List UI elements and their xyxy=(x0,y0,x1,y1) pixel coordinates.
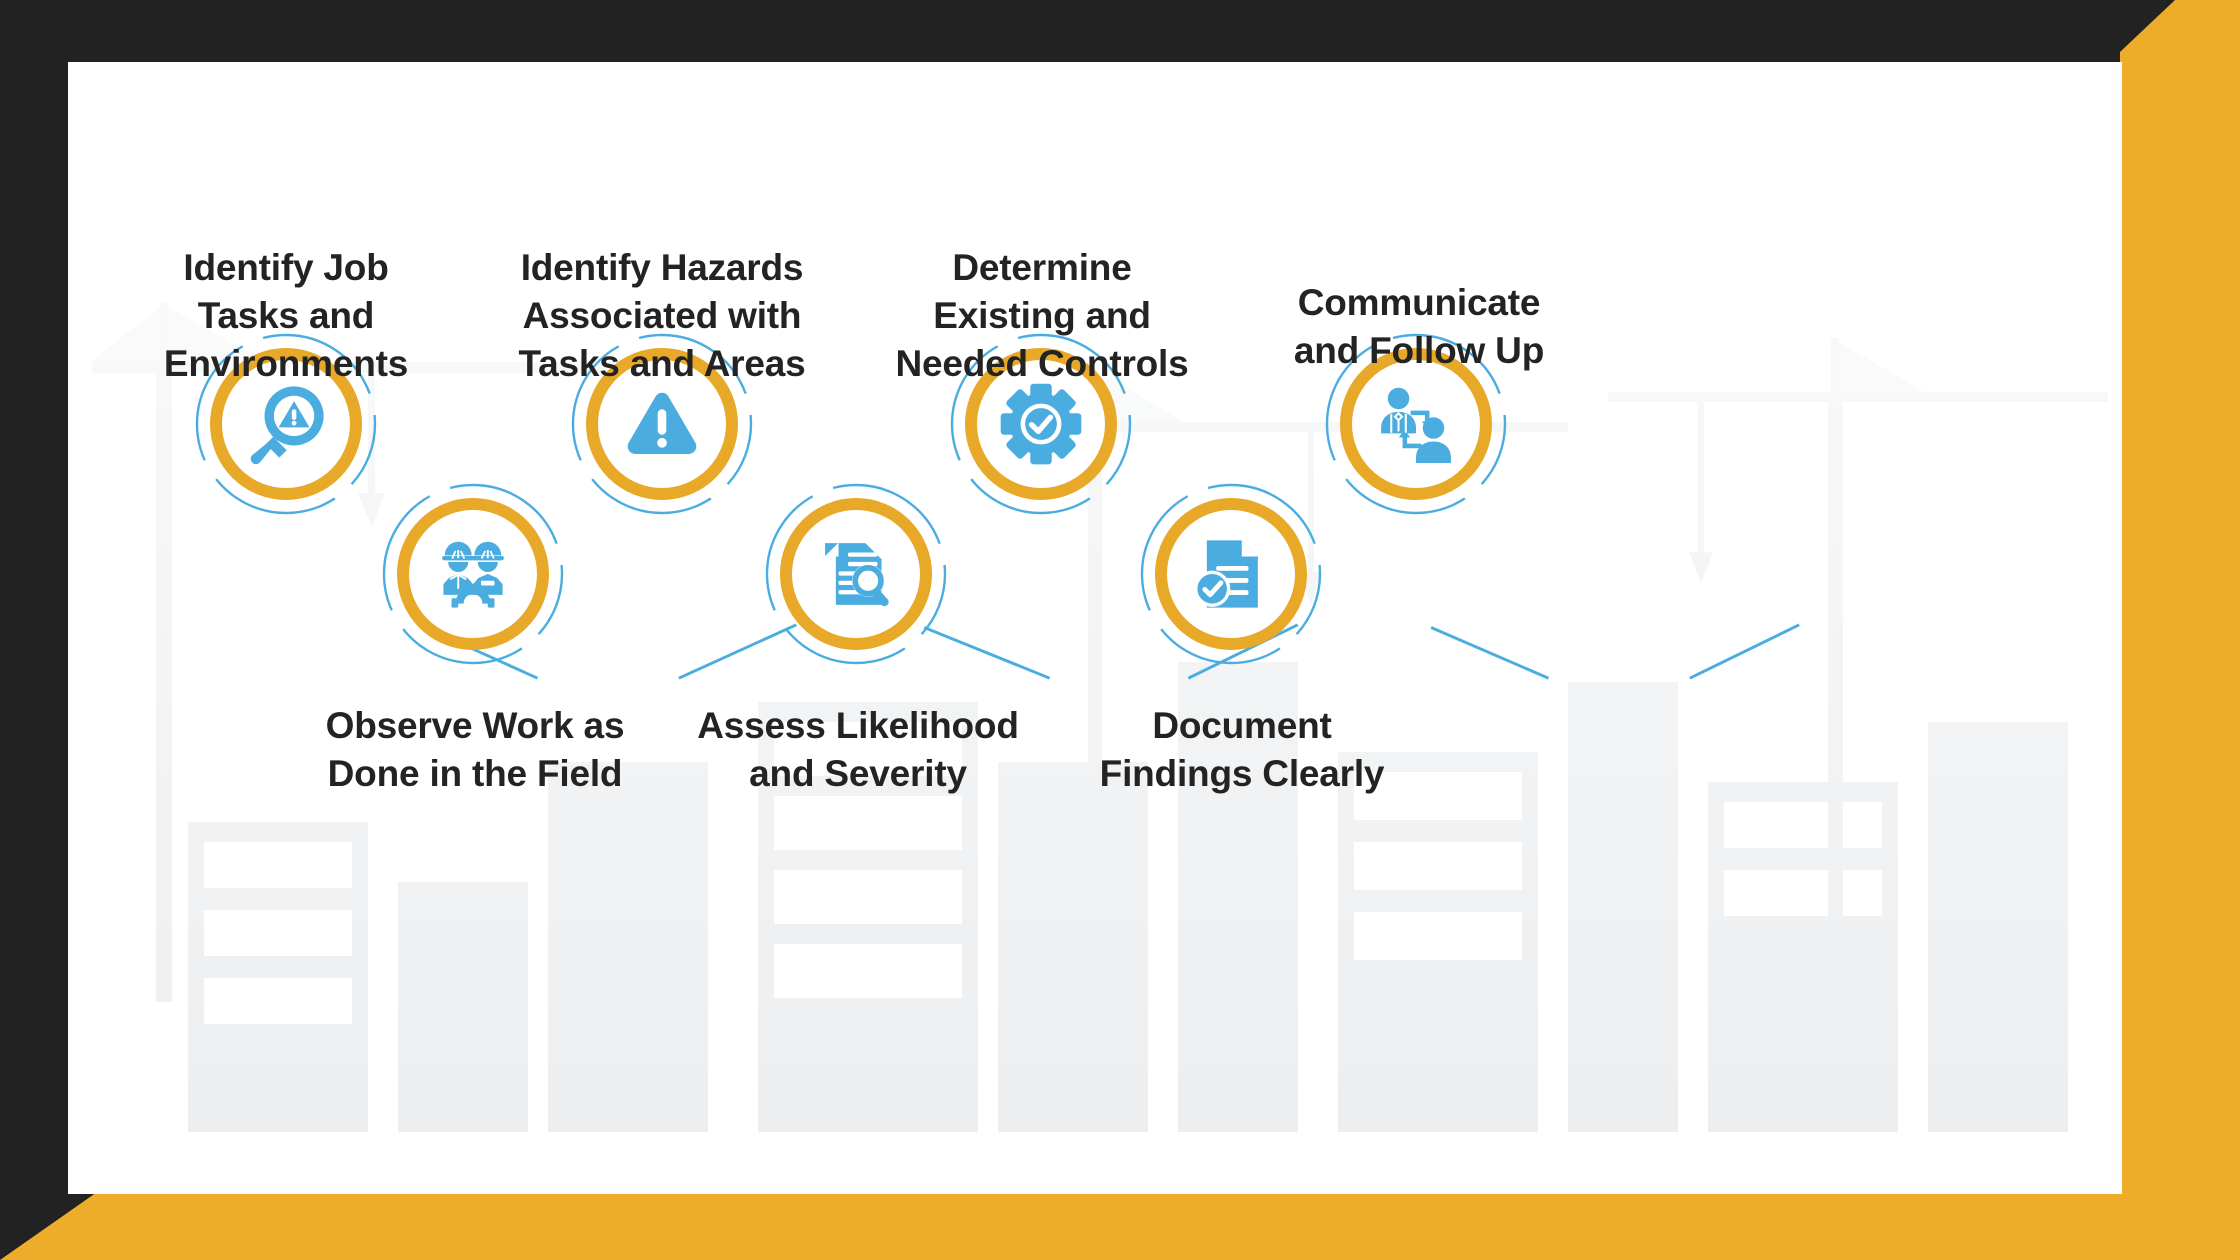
step-node-1[interactable] xyxy=(194,332,378,516)
accent-shape-right xyxy=(2120,0,2240,1230)
step-node-3[interactable] xyxy=(570,332,754,516)
dashed-outer-ring-icon xyxy=(1325,333,1507,515)
dashed-outer-ring-icon xyxy=(1140,483,1322,665)
dashed-outer-ring-icon xyxy=(950,333,1132,515)
warning-triangle-icon xyxy=(619,381,705,467)
step-node-4[interactable] xyxy=(764,482,948,666)
step-node-2[interactable] xyxy=(381,482,565,666)
step-label-5: Determine Existing and Needed Controls xyxy=(895,247,1189,385)
step-label-4: Assess Likelihood and Severity xyxy=(697,705,1019,795)
document-magnifier-icon xyxy=(813,531,899,617)
magnifier-warning-icon xyxy=(243,381,329,467)
dashed-outer-ring-icon xyxy=(195,333,377,515)
step-label-6: Document Findings Clearly xyxy=(1099,705,1385,795)
amber-ring-icon xyxy=(397,498,549,650)
connector-lines xyxy=(424,623,1800,680)
step-node-6[interactable] xyxy=(1139,482,1323,666)
dashed-outer-ring-icon xyxy=(765,483,947,665)
step-node-5[interactable] xyxy=(949,332,1133,516)
content-card: Identify Job Tasks and Environments Obse… xyxy=(68,62,2122,1194)
step-label-7: Communicate and Follow Up xyxy=(1293,282,1545,372)
step-node-7[interactable] xyxy=(1324,332,1508,516)
document-check-icon xyxy=(1188,531,1274,617)
amber-ring-icon xyxy=(1340,348,1492,500)
construction-watermark xyxy=(68,62,2122,1194)
dashed-outer-ring-icon xyxy=(382,483,564,665)
dashed-outer-ring-icon xyxy=(571,333,753,515)
step-label-3: Identify Hazards Associated with Tasks a… xyxy=(518,247,806,385)
step-label-2: Observe Work as Done in the Field xyxy=(325,705,625,795)
workers-gear-icon xyxy=(430,531,516,617)
people-exchange-icon xyxy=(1373,381,1459,467)
step-label-1: Identify Job Tasks and Environments xyxy=(163,247,409,385)
gear-check-icon xyxy=(998,381,1084,467)
